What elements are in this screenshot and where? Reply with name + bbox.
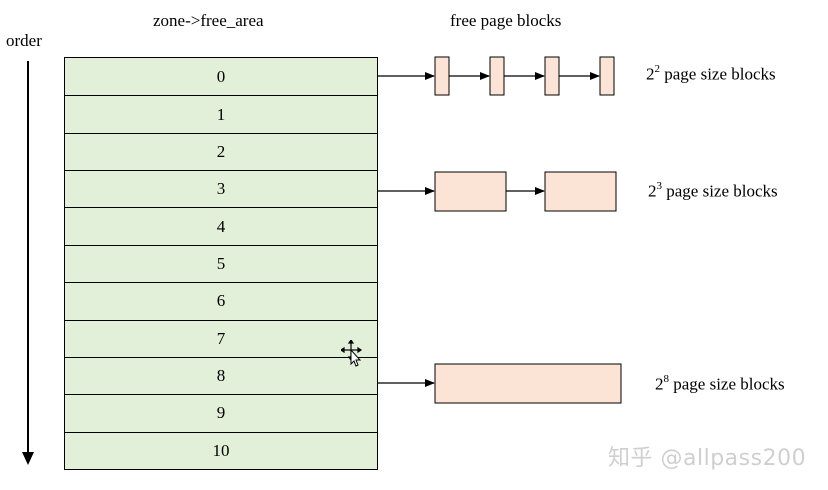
block-list-order-8	[377, 363, 622, 404]
move-cursor-icon	[341, 340, 363, 367]
size-exponent: 2	[654, 63, 661, 75]
order-row-1: 1	[65, 95, 377, 132]
free-block	[544, 171, 617, 212]
free-area-title: zone->free_area	[153, 11, 264, 30]
size-base: 2	[648, 181, 657, 201]
free-block	[489, 56, 505, 96]
size-suffix: page size blocks	[660, 64, 776, 84]
free-area-table: 0 1 2 3 4 5 6 7 8 9 10	[64, 57, 378, 470]
free-block	[434, 56, 450, 96]
block-size-label-order-0: 22 page size blocks	[646, 63, 776, 84]
order-row-7: 7	[65, 319, 377, 357]
size-base: 2	[655, 374, 664, 394]
order-row-8: 8	[65, 356, 377, 394]
order-axis-line	[27, 61, 29, 453]
size-base: 2	[646, 64, 655, 84]
block-list-order-0	[377, 56, 615, 96]
free-block	[434, 171, 507, 212]
order-row-6: 6	[65, 282, 377, 319]
order-row-0: 0	[216, 66, 226, 86]
size-suffix: page size blocks	[662, 181, 778, 201]
size-exponent: 8	[663, 373, 670, 385]
free-block	[599, 56, 615, 96]
block-list-order-3	[377, 171, 617, 212]
free-block	[544, 56, 560, 96]
order-axis-label: order	[6, 31, 42, 50]
watermark: 知乎 @allpass200	[608, 446, 807, 471]
block-size-label-order-3: 23 page size blocks	[648, 180, 778, 201]
block-size-label-order-8: 28 page size blocks	[655, 373, 785, 394]
order-row-4: 4	[65, 207, 377, 244]
order-row-5: 5	[65, 244, 377, 282]
order-row-3: 3	[65, 170, 377, 207]
order-axis-arrowhead	[22, 452, 34, 465]
order-row-10: 10	[65, 431, 377, 469]
size-suffix: page size blocks	[669, 374, 785, 394]
order-row-9: 9	[65, 394, 377, 431]
free-block	[434, 363, 622, 404]
free-page-blocks-title: free page blocks	[450, 11, 562, 30]
size-exponent: 3	[656, 180, 663, 192]
order-row-2: 2	[65, 132, 377, 170]
